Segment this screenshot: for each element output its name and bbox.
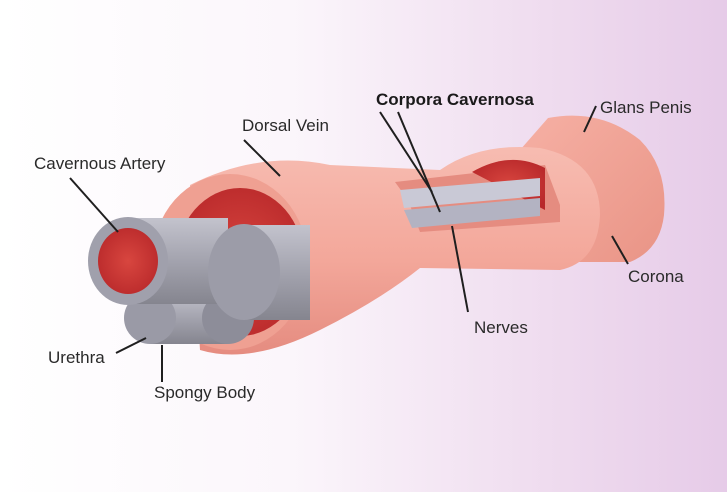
label-corpora-cavernosa: Corpora Cavernosa [376, 90, 534, 109]
corpora-cylinder-end [208, 224, 280, 320]
corpora-channel-lower [404, 198, 540, 228]
spongy-body-end [124, 292, 176, 344]
label-spongy-body: Spongy Body [154, 383, 256, 402]
leader-cavernous-artery [69, 177, 119, 233]
label-dorsal-vein: Dorsal Vein [242, 116, 329, 135]
artery-lumen [98, 228, 158, 294]
label-glans-penis: Glans Penis [600, 98, 692, 117]
leader-lines [69, 105, 629, 382]
label-urethra: Urethra [48, 348, 105, 367]
label-nerves: Nerves [474, 318, 528, 337]
leader-corona [611, 235, 629, 265]
inner-tubes [88, 217, 310, 344]
leader-corpora-cavernosa-b [397, 111, 441, 213]
leader-glans-penis [583, 105, 597, 133]
leader-corpora-cavernosa-a [379, 111, 433, 193]
leader-nerves [451, 225, 469, 313]
leader-urethra [115, 337, 147, 354]
label-corona: Corona [628, 267, 684, 286]
leader-dorsal-vein [243, 139, 281, 177]
label-cavernous-artery: Cavernous Artery [34, 154, 166, 173]
